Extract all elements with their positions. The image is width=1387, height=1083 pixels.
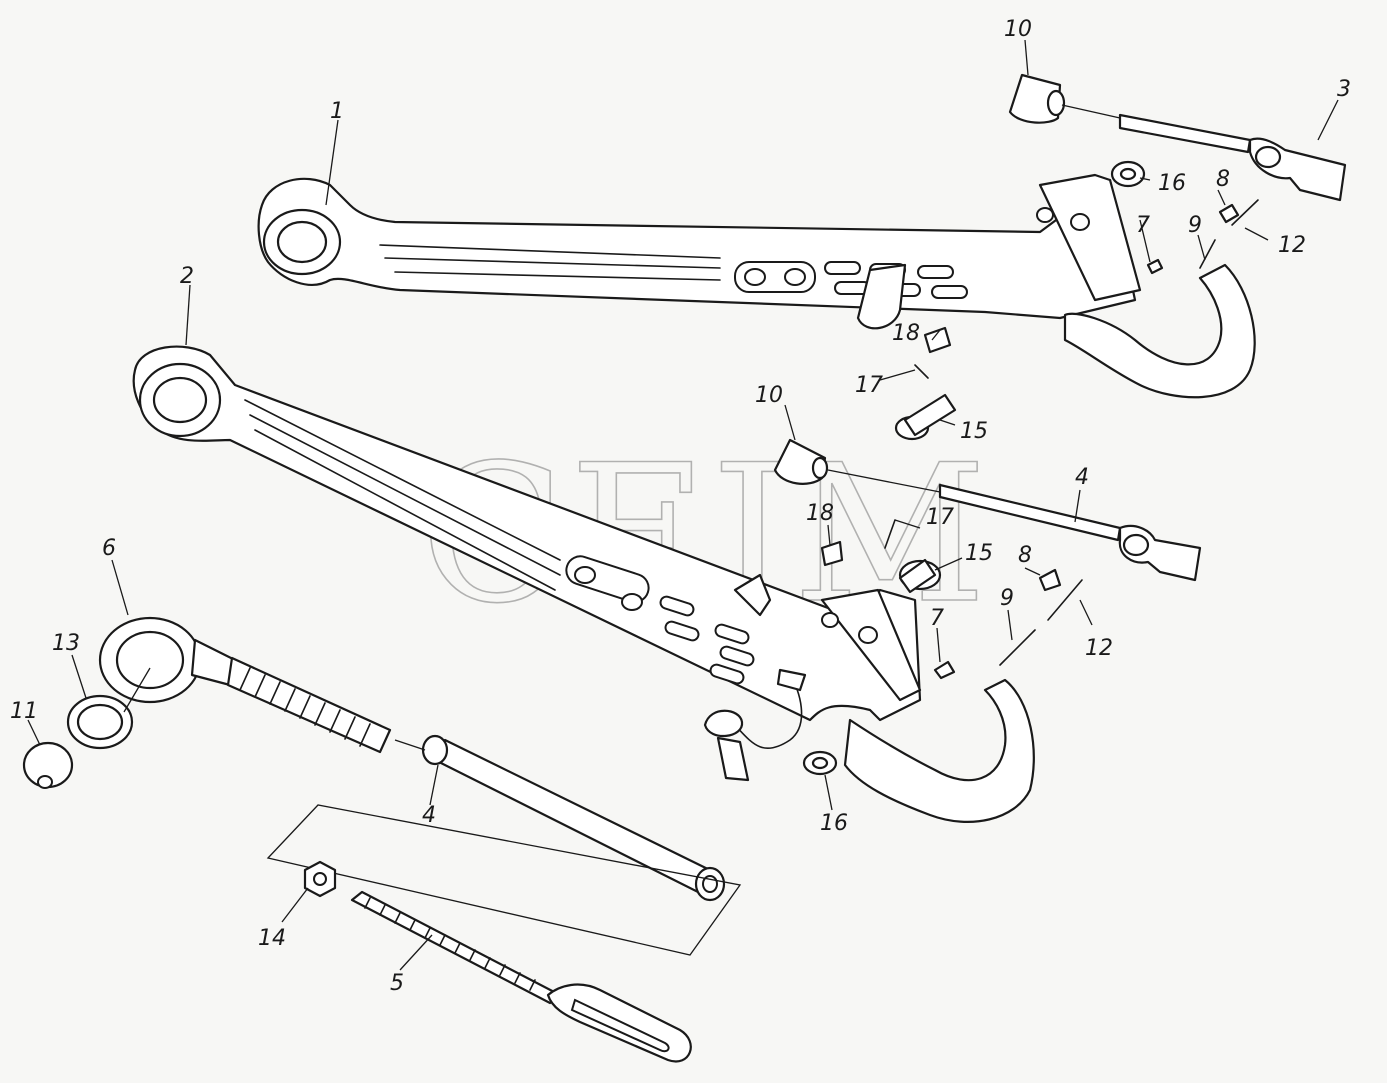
turnbuckle-assembly (22, 616, 742, 1063)
callout-12-lower: 12 (1085, 636, 1113, 661)
callout-8-upper: 8 (1216, 167, 1230, 192)
callout-9-upper: 9 (1188, 213, 1202, 238)
callout-10-upper: 10 (1004, 17, 1032, 42)
callout-17-lower: 17 (926, 505, 954, 530)
callout-6: 6 (102, 536, 116, 561)
callout-labels: 1 2 3 4 4 5 6 7 7 8 8 9 9 10 10 11 12 12… (10, 17, 1351, 996)
lower-link-arm (132, 345, 1035, 823)
callout-8-lower: 8 (1018, 543, 1032, 568)
callout-15-lower: 15 (965, 541, 993, 566)
callout-18-lower: 18 (806, 501, 834, 526)
lower-small-parts (703, 519, 1083, 782)
callout-17-upper: 17 (855, 373, 883, 398)
callout-1: 1 (330, 99, 344, 124)
callout-11: 11 (10, 699, 38, 724)
callout-7-upper: 7 (1136, 213, 1150, 238)
callout-4-tube: 4 (422, 803, 436, 828)
callout-5: 5 (390, 971, 404, 996)
callout-2: 2 (180, 264, 194, 289)
upper-small-parts (894, 160, 1259, 441)
callout-3: 3 (1337, 77, 1351, 102)
lower-rod-assembly (773, 438, 1202, 582)
callout-15-upper: 15 (960, 419, 988, 444)
callout-18-upper: 18 (892, 321, 920, 346)
callout-16-upper: 16 (1158, 171, 1186, 196)
leader-lines (27, 39, 1339, 971)
upper-lower-link-arm (257, 173, 1256, 399)
callout-9-lower: 9 (1000, 586, 1014, 611)
callout-7-lower: 7 (930, 606, 944, 631)
callout-12-upper: 12 (1278, 233, 1306, 258)
callout-13: 13 (52, 631, 80, 656)
upper-rod-assembly (1008, 73, 1347, 202)
callout-16-lower: 16 (820, 811, 848, 836)
callout-4-rod: 4 (1075, 465, 1089, 490)
callout-10-lower: 10 (755, 383, 783, 408)
callout-14: 14 (258, 926, 286, 951)
